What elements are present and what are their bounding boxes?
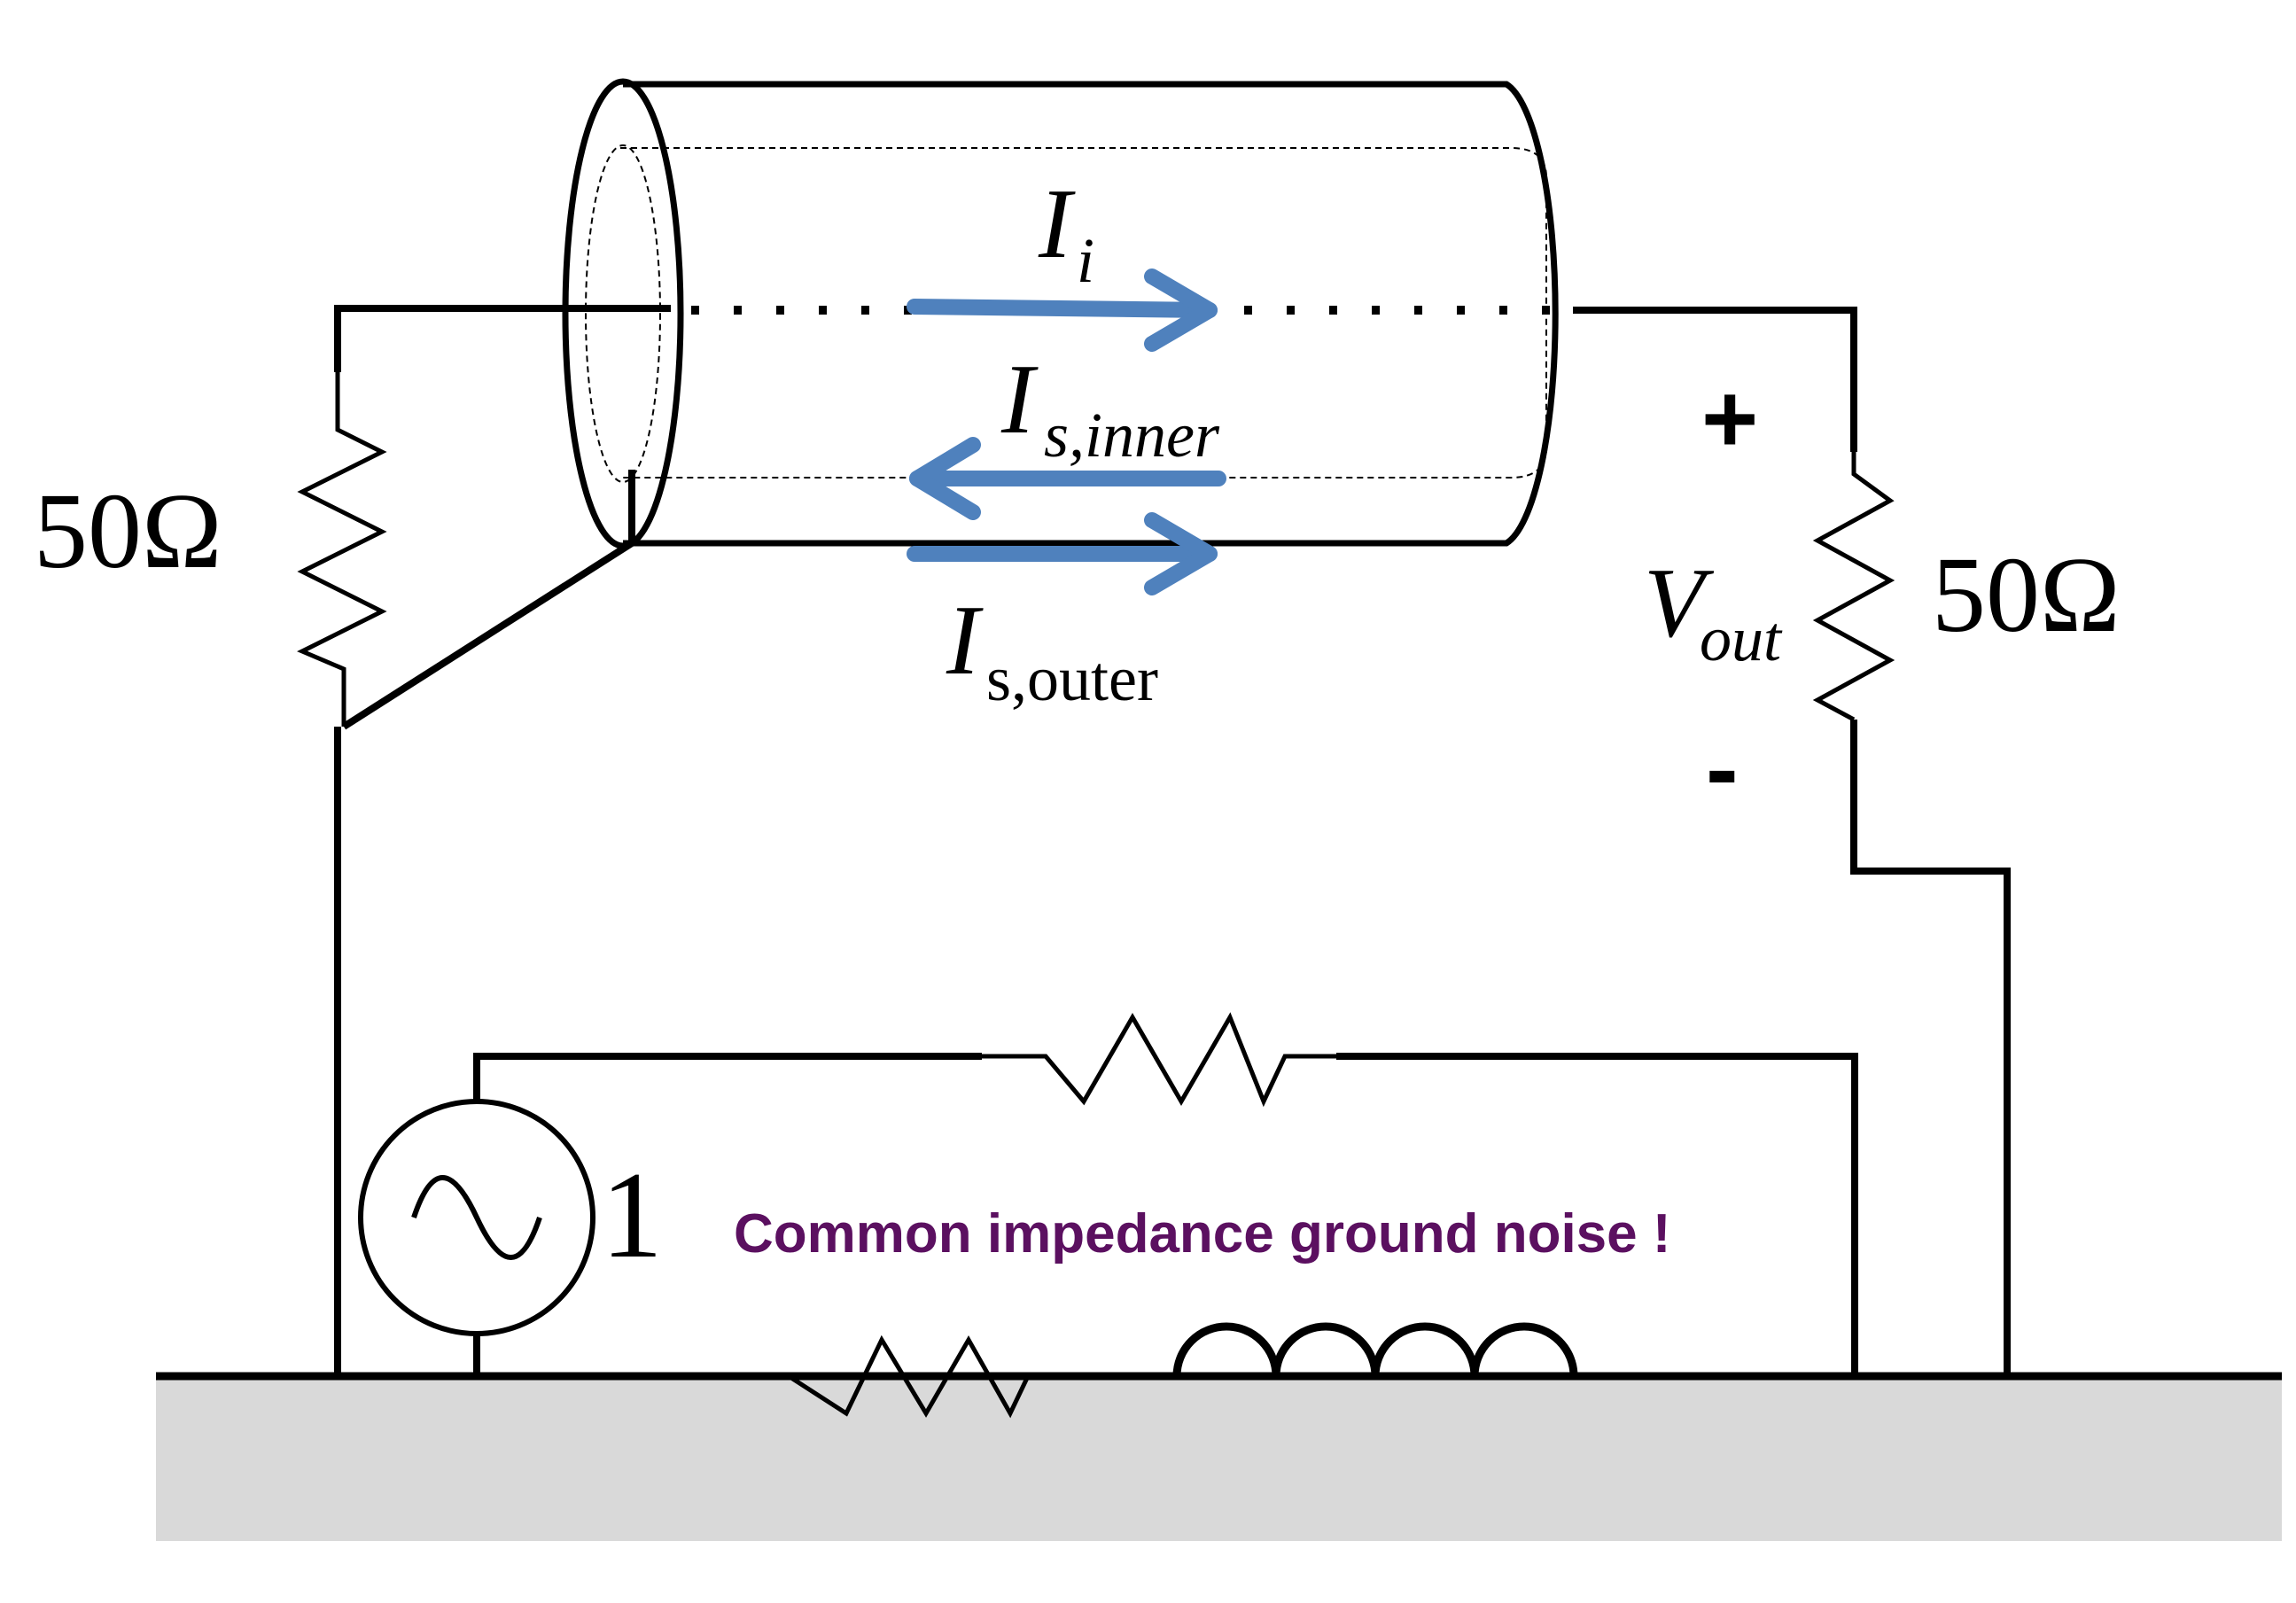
output-voltage-sub: out	[1700, 603, 1783, 674]
coax-left-inner-end	[585, 144, 661, 483]
coax-left-end	[562, 78, 684, 549]
current-inner-label: I i	[1038, 169, 1094, 296]
wire-loop-top	[473, 1053, 982, 1101]
current-shield-outer-main: I	[946, 586, 984, 696]
ground-resistor	[731, 1335, 1081, 1419]
output-voltage-label: V out	[1644, 549, 1783, 674]
current-shield-outer-sub: s,outer	[986, 643, 1158, 714]
minus-sign: -	[1706, 714, 1739, 823]
output-voltage-main: V	[1644, 549, 1715, 658]
ground-inductor	[1112, 1322, 1639, 1381]
right-resistor-label: 50Ω	[1932, 535, 2121, 655]
current-arrows	[907, 268, 1226, 595]
loop-resistor	[982, 1012, 1336, 1108]
current-shield-inner-sub: s,inner	[1044, 400, 1220, 471]
wires	[334, 305, 2011, 1376]
left-resistor	[297, 372, 387, 727]
ground-plane	[156, 1376, 2282, 1541]
current-shield-outer-label: I s,outer	[946, 586, 1158, 714]
arrow-inner-conductor-right	[907, 268, 1218, 352]
current-inner-sub: i	[1077, 225, 1094, 296]
current-shield-inner-label: I s,inner	[1000, 345, 1220, 471]
current-shield-inner-main: I	[1000, 345, 1039, 455]
wire-shield-to-left	[341, 540, 634, 730]
plus-sign: +	[1701, 364, 1758, 473]
arrow-shield-outer-right	[907, 512, 1218, 595]
note-text: Common impedance ground noise !	[734, 1203, 1671, 1265]
wire-left-top	[334, 305, 671, 372]
ac-source	[358, 1099, 595, 1336]
wire-loop-right	[1336, 1053, 1858, 1376]
wire-right-top	[1573, 307, 1857, 452]
wire-right-bottom	[1850, 720, 2011, 1376]
left-resistor-label: 50Ω	[34, 471, 222, 591]
sine-icon	[411, 1175, 542, 1260]
arrow-shield-inner-left	[909, 437, 1226, 520]
current-inner-main: I	[1038, 169, 1076, 279]
right-resistor	[1812, 452, 1895, 722]
source-label: 1	[601, 1147, 663, 1284]
coax-outer-body	[623, 81, 1559, 547]
